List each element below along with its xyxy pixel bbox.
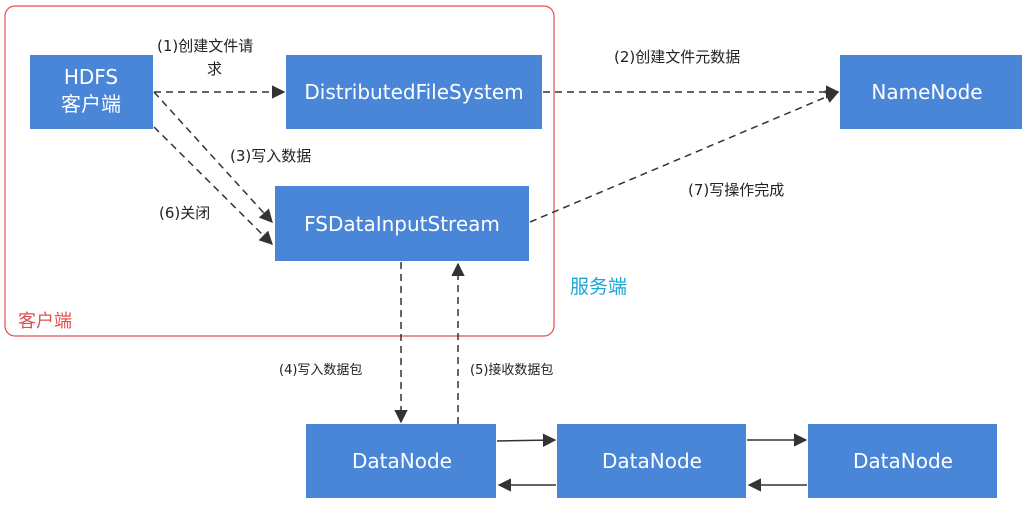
step1-label-line2: 求 xyxy=(207,60,222,78)
step1-label-line1: (1)创建文件请 xyxy=(157,37,253,55)
server-region-label: 服务端 xyxy=(570,276,627,298)
namenode-node: NameNode xyxy=(840,55,1022,129)
datanode-1: DataNode xyxy=(306,424,496,498)
client-region-border xyxy=(4,5,555,337)
fs-data-input-stream-node: FSDataInputStream xyxy=(275,186,529,261)
step4-label: (4)写入数据包 xyxy=(279,363,362,378)
hdfs-client-line2: 客户端 xyxy=(61,92,121,116)
hdfs-client-line1: HDFS xyxy=(64,65,118,89)
distributed-filesystem-node: DistributedFileSystem xyxy=(286,55,542,129)
namenode-label: NameNode xyxy=(871,80,982,104)
datanode-2: DataNode xyxy=(557,424,746,498)
step5-label: (5)接收数据包 xyxy=(470,362,553,378)
distributed-filesystem-label: DistributedFileSystem xyxy=(304,80,523,104)
arrow-step7-write-complete xyxy=(529,90,840,223)
step2-label: (2)创建文件元数据 xyxy=(614,48,740,66)
hdfs-client-node: HDFS 客户端 xyxy=(30,55,153,129)
step3-label: (3)写入数据 xyxy=(230,147,311,165)
datanode-1-label: DataNode xyxy=(352,449,452,473)
step6-label: (6)关闭 xyxy=(159,204,210,222)
datanode-3: DataNode xyxy=(808,424,997,498)
datanode-2-label: DataNode xyxy=(602,449,702,473)
arrow-datanode1-to-2 xyxy=(496,433,557,447)
datanode-3-label: DataNode xyxy=(853,449,953,473)
arrow-step3-write-data xyxy=(153,91,273,223)
step7-label: (7)写操作完成 xyxy=(688,181,784,199)
client-region-label: 客户端 xyxy=(18,311,72,332)
arrow-step6-close xyxy=(153,126,273,245)
fs-data-input-stream-label: FSDataInputStream xyxy=(304,212,500,236)
